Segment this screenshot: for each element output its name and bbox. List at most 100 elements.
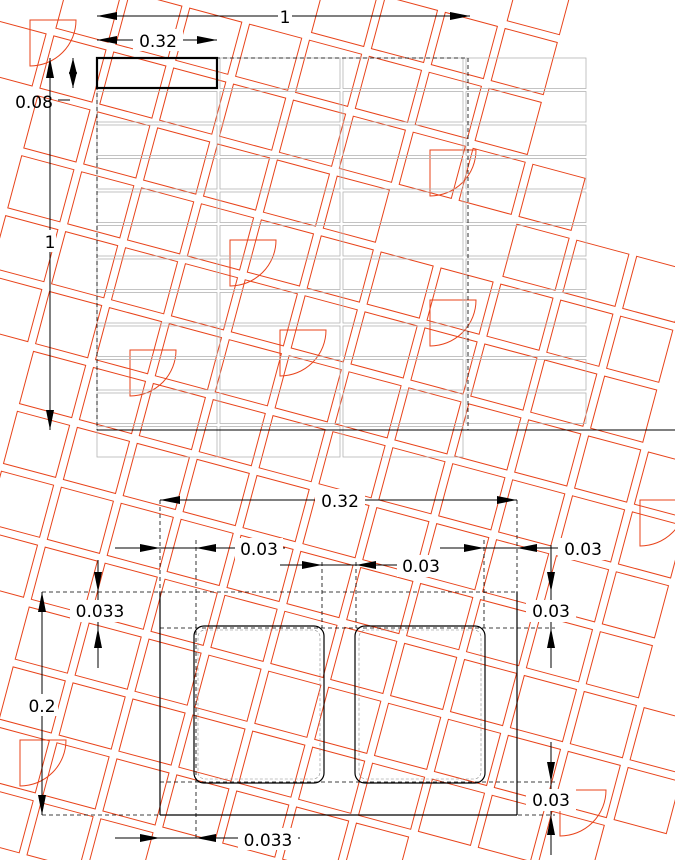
plan-cell — [465, 158, 587, 190]
tile — [134, 638, 202, 706]
opening-right — [354, 625, 486, 784]
tile — [530, 359, 598, 427]
tile — [142, 127, 211, 195]
tile — [0, 470, 55, 538]
arrow-down-icon — [38, 795, 46, 815]
dim-left-gap-label: 0.03 — [240, 540, 278, 560]
plan-cell — [342, 124, 464, 156]
tile — [525, 614, 594, 683]
arrow-right-icon — [497, 496, 517, 504]
tile — [605, 315, 674, 383]
tile — [497, 479, 566, 547]
quarter-arc — [19, 739, 67, 787]
tile — [506, 0, 570, 36]
arrow-left-icon — [196, 544, 216, 552]
dim-cell-height-label: 0.08 — [15, 93, 53, 113]
tile — [294, 39, 363, 108]
plan-cell — [465, 359, 587, 391]
bottom-detail: 0.32 0.03 0.03 0.03 0.033 0.03 — [26, 489, 608, 855]
plan-cell — [342, 57, 464, 89]
tile — [306, 235, 374, 303]
quarter-arc — [429, 149, 477, 197]
tile — [490, 27, 558, 96]
arrow-left-icon — [160, 496, 180, 504]
tile — [502, 223, 570, 291]
tile — [102, 758, 170, 826]
tile — [178, 714, 246, 782]
plan-cell — [342, 158, 464, 190]
plan-cell — [96, 225, 218, 257]
plan-cell — [342, 359, 464, 391]
dim-width-label: 0.32 — [321, 492, 359, 512]
plan-cell — [465, 225, 587, 257]
tile — [0, 534, 39, 598]
plan-cell — [465, 91, 587, 123]
tile — [357, 762, 426, 830]
tile — [373, 702, 442, 771]
tile — [334, 371, 402, 439]
tile — [50, 230, 119, 299]
label-bg — [26, 694, 58, 716]
tile — [99, 51, 167, 119]
dim-height-label: 1 — [45, 233, 56, 253]
arrow-down-icon — [69, 72, 77, 88]
arrow-up-icon — [547, 815, 555, 835]
plan-cell — [342, 292, 464, 324]
tile — [449, 658, 518, 727]
arrow-up-icon — [46, 58, 54, 78]
tile — [398, 131, 466, 200]
label-bg — [397, 555, 445, 577]
tile — [465, 598, 534, 667]
tile — [546, 299, 614, 367]
tile — [274, 355, 342, 423]
tile — [2, 410, 71, 479]
tile — [394, 387, 462, 455]
plan-cell — [96, 292, 218, 324]
tile — [78, 366, 147, 435]
tile — [150, 578, 218, 647]
tile — [346, 566, 414, 635]
label-bg — [44, 230, 56, 252]
tile — [454, 403, 522, 471]
plan-cell — [96, 91, 218, 123]
tile — [370, 0, 439, 64]
tile — [458, 147, 526, 216]
tile — [470, 343, 538, 411]
arrow-left-icon — [97, 36, 117, 44]
tile — [34, 290, 103, 359]
tile — [474, 87, 542, 156]
opening-left-inner — [197, 629, 321, 780]
opening-right-inner — [358, 629, 482, 780]
tile — [541, 555, 610, 623]
tile — [354, 55, 423, 124]
tile — [122, 442, 191, 511]
tile — [106, 502, 174, 571]
tile — [262, 159, 331, 227]
label-bg — [315, 489, 365, 511]
tile — [417, 778, 486, 847]
tile — [414, 71, 483, 140]
plan-cell — [342, 91, 464, 123]
tile — [338, 115, 407, 183]
label-bg — [133, 29, 183, 51]
tile — [405, 582, 474, 651]
tile — [23, 95, 91, 163]
tile — [118, 698, 186, 766]
tile — [158, 67, 227, 135]
plan-cell — [465, 191, 587, 223]
tile — [170, 263, 239, 331]
tile — [198, 398, 266, 467]
plan-cell — [219, 124, 341, 156]
tile — [286, 550, 354, 619]
tile — [83, 111, 151, 179]
arrow-right-icon — [140, 834, 160, 842]
plan-cell — [342, 426, 464, 458]
tile — [90, 562, 158, 630]
quarter-arc — [639, 499, 675, 547]
plan-cell — [219, 91, 341, 123]
tile — [270, 610, 338, 679]
tile — [0, 277, 43, 343]
